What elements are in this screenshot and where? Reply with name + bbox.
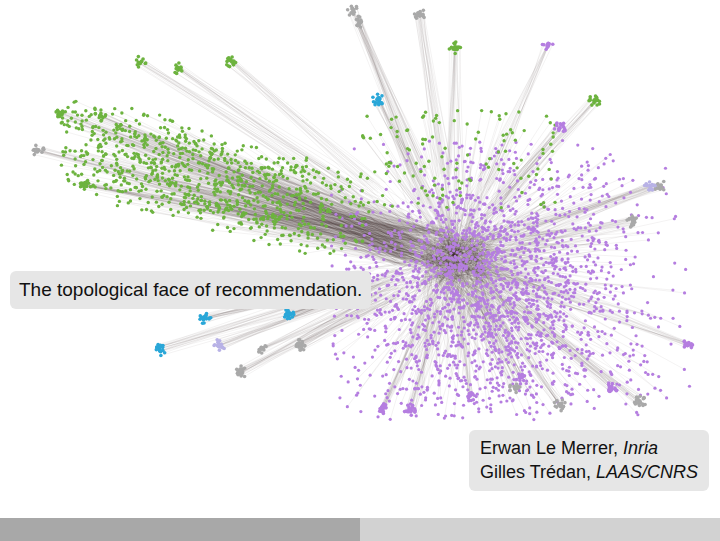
graph-edge xyxy=(488,46,548,183)
graph-edge xyxy=(483,44,548,174)
